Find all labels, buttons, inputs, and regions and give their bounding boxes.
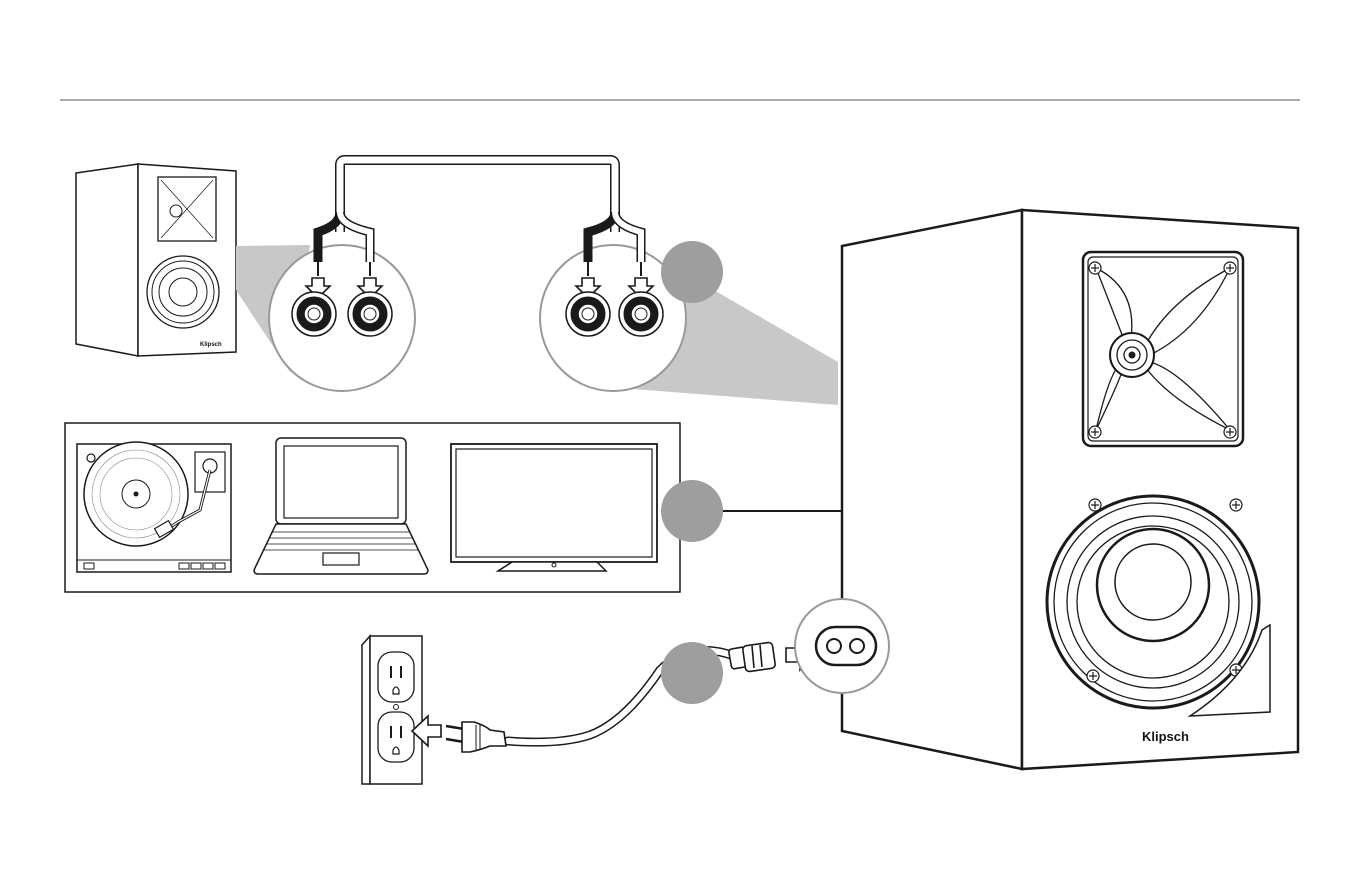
step-badge-speaker-wire — [661, 241, 723, 303]
audio-sources-panel — [65, 423, 680, 592]
turntable-icon — [77, 442, 231, 572]
terminal-callout-passive — [269, 212, 415, 391]
laptop-icon — [254, 438, 428, 574]
power-inlet-callout — [795, 599, 889, 693]
step-badge-power — [661, 642, 723, 704]
wall-outlet — [362, 636, 422, 784]
small-speaker-logo: Klipsch — [200, 342, 222, 348]
wall-plug — [446, 722, 506, 752]
speaker-wire — [340, 160, 615, 232]
speaker-logo: Klipsch — [1142, 729, 1189, 744]
powered-speaker: Klipsch — [842, 210, 1298, 769]
iec-plug — [728, 642, 775, 672]
step-badge-audio-source — [661, 480, 723, 542]
tv-icon — [451, 444, 657, 571]
passive-speaker: Klipsch — [76, 164, 236, 356]
terminal-callout-powered — [540, 212, 686, 391]
